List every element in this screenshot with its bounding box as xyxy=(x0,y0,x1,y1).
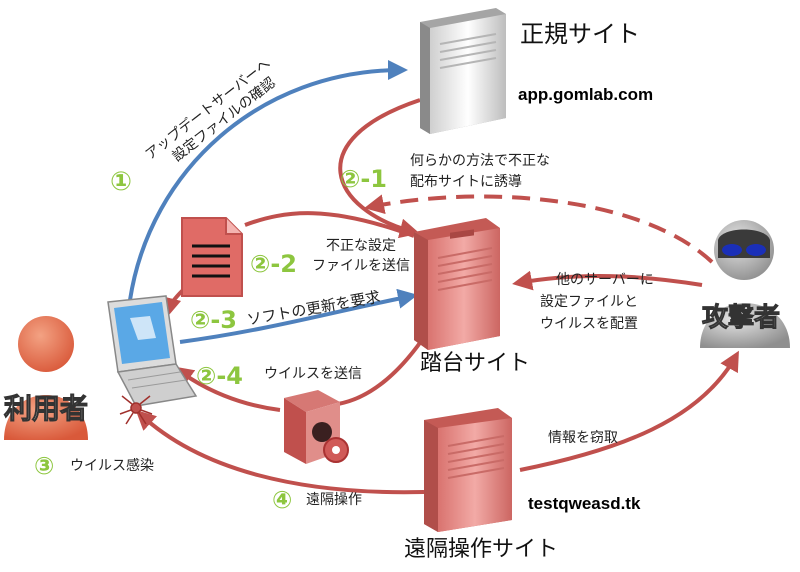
arrow-step4 xyxy=(135,409,425,495)
step2-3-text: ソフトの更新を要求 xyxy=(246,288,382,329)
step2-1-line1: 何らかの方法で不正な xyxy=(410,153,550,169)
arrow-step2-1 xyxy=(338,98,421,239)
flow-arrows xyxy=(128,60,739,495)
step2-4-text: ウイルスを送信 xyxy=(264,366,362,382)
attacker-person-icon xyxy=(700,220,790,348)
step3-text: ウイルス感染 xyxy=(70,457,154,474)
step4-text: 遠隔操作 xyxy=(306,492,362,508)
remote-site-domain: testqweasd.tk xyxy=(528,494,641,513)
legit-server-icon xyxy=(420,8,506,134)
arrow-step2-2 xyxy=(244,211,415,238)
arrow-attacker-redirect xyxy=(364,194,714,264)
user-person-icon xyxy=(4,316,88,440)
legit-site-name: 正規サイト xyxy=(520,20,640,48)
step2-2-line2: ファイルを送信 xyxy=(312,258,410,274)
arrow-step2-3 xyxy=(179,288,418,344)
step2-2-number: ②-2 xyxy=(250,250,297,278)
arrow-attacker-place xyxy=(512,270,703,291)
arrow-step2-4b xyxy=(173,366,281,412)
spider-icon xyxy=(119,395,153,425)
attacker-note-line2: 設定ファイルと xyxy=(540,294,638,310)
attacker-note-line1: 他のサーバーに xyxy=(556,272,654,288)
step2-1-line2: 配布サイトに誘導 xyxy=(410,174,522,190)
stepping-server-icon xyxy=(414,218,500,350)
step2-2-line1: 不正な設定 xyxy=(326,238,396,254)
config-file-icon xyxy=(181,217,243,297)
arrow-step1 xyxy=(128,60,408,301)
step3-number: ③ xyxy=(34,452,54,480)
laptop-icon xyxy=(107,295,198,407)
step2-1-number: ②-1 xyxy=(340,165,387,193)
arrow-step2-2b xyxy=(161,288,185,318)
arrow-step2-4 xyxy=(337,338,424,406)
arrow-steal-info xyxy=(519,350,739,472)
step1-number: ① xyxy=(110,167,132,197)
virus-package-icon xyxy=(284,390,349,464)
stepping-site-name: 踏台サイト xyxy=(420,351,530,376)
step4-number: ④ xyxy=(272,486,292,514)
remote-server-icon xyxy=(424,408,512,532)
user-label: 利用者 xyxy=(4,392,88,425)
step2-4-number: ②-4 xyxy=(196,362,243,390)
steal-note: 情報を窃取 xyxy=(548,430,618,446)
attacker-note-line3: ウイルスを配置 xyxy=(540,316,638,332)
attacker-label: 攻撃者 xyxy=(702,303,780,333)
legit-site-domain: app.gomlab.com xyxy=(518,85,653,104)
step1-group: アップデートサーバーへ 設定ファイルの確認 xyxy=(142,55,279,165)
step2-3-number: ②-3 xyxy=(190,306,237,334)
remote-site-name: 遠隔操作サイト xyxy=(404,537,558,562)
